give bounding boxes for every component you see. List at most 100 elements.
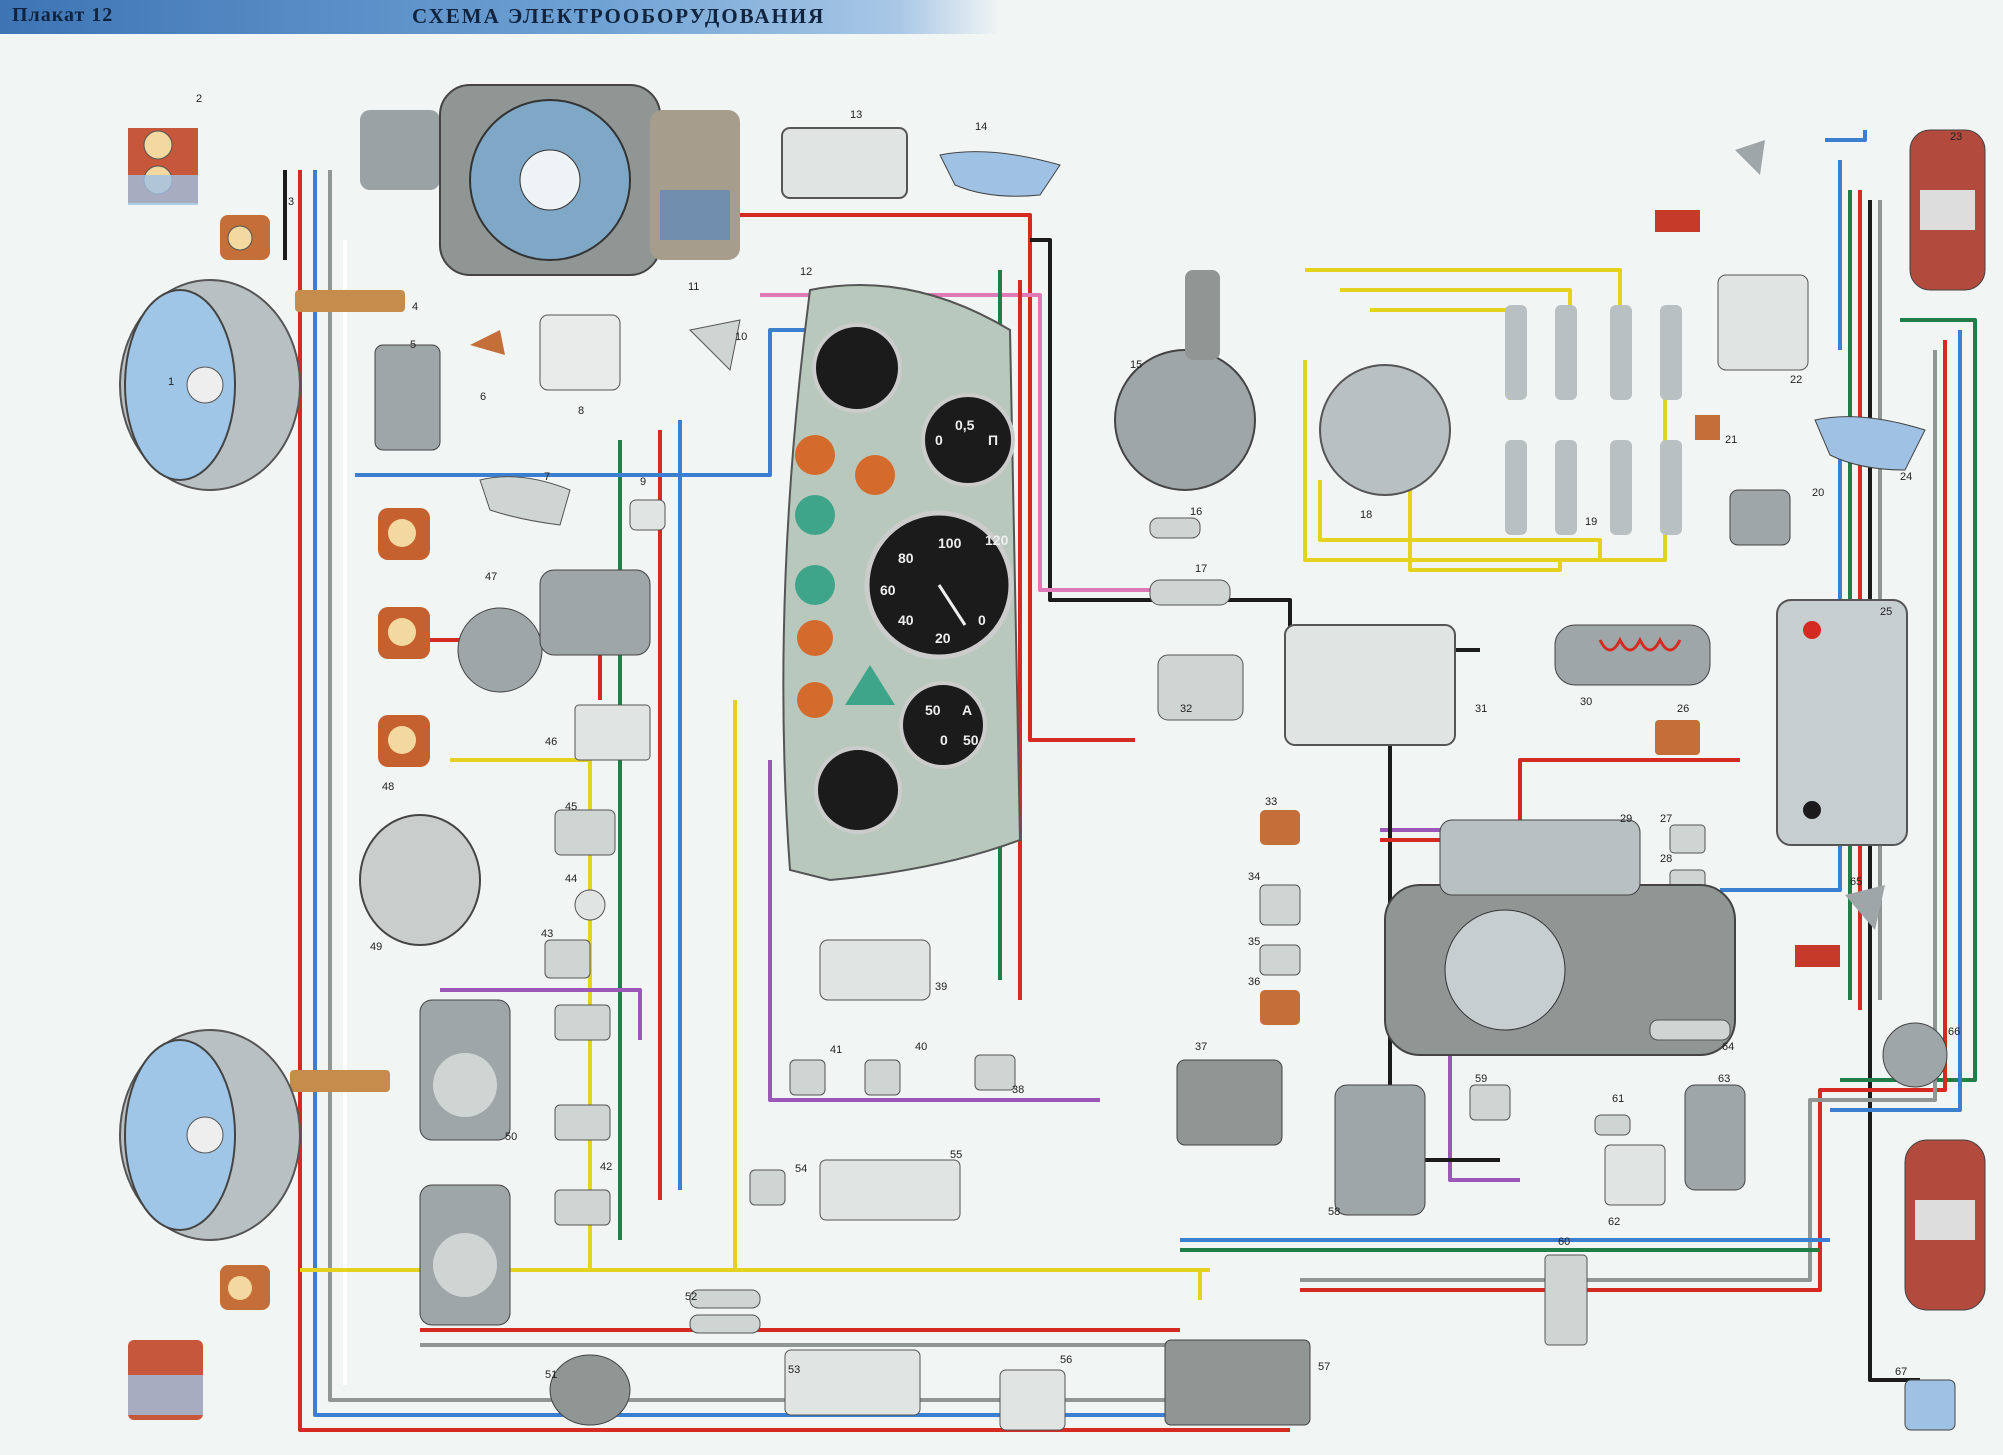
- label-63: 63: [1718, 1073, 1730, 1085]
- wire-yellow-plug-6: [1408, 480, 1562, 572]
- label-36: 36: [1248, 976, 1260, 988]
- relay-5: [374, 344, 441, 451]
- label-8: 8: [578, 405, 584, 417]
- wire-grey-left-trunk: [328, 170, 1260, 1402]
- battery: [1776, 599, 1908, 846]
- turn-lamp-right: [795, 495, 835, 535]
- spark-plugs: [1505, 305, 1682, 535]
- label-67: 67: [1895, 1366, 1907, 1378]
- starter: [1384, 819, 1736, 1056]
- label-54: 54: [795, 1163, 807, 1175]
- side-repeater-left: [220, 215, 270, 260]
- label-41: 41: [830, 1044, 842, 1056]
- fuse-52a: [689, 1289, 761, 1309]
- switch-38: [974, 1054, 1016, 1091]
- speed-0: 0: [978, 612, 986, 628]
- amp-50: 50: [925, 702, 941, 718]
- gauge-temperature: [814, 746, 902, 834]
- warning-lamp-1: [795, 435, 835, 475]
- front-sidelamp-bottom: [128, 1340, 203, 1420]
- switch-55: [819, 1159, 961, 1221]
- label-9: 9: [640, 476, 646, 488]
- label-15: 15: [1130, 359, 1142, 371]
- switch-59: [1469, 1084, 1511, 1121]
- label-44: 44: [565, 873, 577, 885]
- label-47: 47: [485, 571, 497, 583]
- label-59: 59: [1475, 1073, 1487, 1085]
- scheme-title: СХЕМА ЭЛЕКТРООБОРУДОВАНИЯ: [412, 4, 826, 28]
- label-56: 56: [1060, 1354, 1072, 1366]
- label-25: 25: [1880, 606, 1892, 618]
- label-43: 43: [541, 928, 553, 940]
- label-57: 57: [1318, 1361, 1330, 1373]
- label-23: 23: [1950, 131, 1962, 143]
- switch-40: [864, 1059, 901, 1096]
- lamp-stack-48: [378, 508, 430, 767]
- fuse-52b: [689, 1314, 761, 1334]
- gauge-markings: 120 100 80 60 40 20 0 0 0,5 П 50 0 А 50: [880, 417, 1009, 748]
- label-14: 14: [975, 121, 987, 133]
- sensor-9: [629, 499, 666, 531]
- switch-43: [544, 939, 591, 979]
- front-sidelamp-left: [128, 128, 198, 205]
- label-33: 33: [1265, 796, 1277, 808]
- switch-41: [789, 1059, 826, 1096]
- label-30: 30: [1580, 696, 1592, 708]
- label-27: 27: [1660, 813, 1672, 825]
- label-21: 21: [1725, 434, 1737, 446]
- label-4: 4: [412, 301, 418, 313]
- side-repeater-bottom: [220, 1265, 270, 1310]
- fan-58: [1334, 1084, 1426, 1216]
- turn-lamp-left: [795, 565, 835, 605]
- amp-minus50: 50: [963, 732, 979, 748]
- amp-0: 0: [940, 732, 948, 748]
- horn-51: [549, 1354, 631, 1426]
- rear-lamp-top-right: [1909, 129, 1986, 291]
- speed-100: 100: [938, 535, 962, 551]
- wire-blue-right-loop: [1830, 330, 1962, 1112]
- wire-purple-mid: [768, 760, 1100, 1102]
- ignition-switch: [819, 939, 931, 1001]
- header-band: [0, 0, 1000, 34]
- gauge-fuel: [921, 393, 1015, 487]
- plate-lamp-67: [1904, 1379, 1956, 1431]
- switch-54: [749, 1169, 786, 1206]
- wire-red-top-run: [700, 213, 1135, 742]
- sensor-33: [1260, 810, 1300, 845]
- transistor-switch: [1284, 624, 1456, 746]
- switch-6: [470, 330, 505, 355]
- connector-60: [1544, 1254, 1588, 1346]
- relay-37: [1176, 1059, 1283, 1146]
- component-numbers: 2 3 4 5 6 8 7 9 10 11 12 13 14 15 16 17 …: [168, 93, 1962, 1381]
- sensor-35: [1259, 944, 1301, 976]
- label-2: 2: [196, 93, 202, 105]
- lamp-49: [359, 814, 481, 946]
- label-40: 40: [915, 1041, 927, 1053]
- device-32: [1157, 654, 1244, 721]
- mass-65: [1795, 945, 1840, 967]
- label-38: 38: [1012, 1084, 1024, 1096]
- label-20: 20: [1812, 487, 1824, 499]
- heater-fan-50: [419, 999, 511, 1141]
- label-64: 64: [1722, 1041, 1734, 1053]
- warning-lamp-4: [797, 682, 833, 718]
- label-34: 34: [1248, 871, 1260, 883]
- label-11: 11: [688, 281, 699, 293]
- label-22: 22: [1790, 374, 1802, 386]
- fuel-full: П: [988, 432, 998, 448]
- wire-yellow-bottom: [300, 1268, 1202, 1300]
- label-62: 62: [1608, 1216, 1620, 1228]
- fuse-box-57: [1164, 1339, 1311, 1426]
- device-63: [1684, 1084, 1746, 1191]
- sensor-17: [1149, 579, 1231, 606]
- label-24: 24: [1900, 471, 1912, 483]
- label-16: 16: [1190, 506, 1202, 518]
- fuel-0: 0: [935, 432, 943, 448]
- switch-27: [1669, 824, 1706, 854]
- switch-26: [1655, 720, 1700, 755]
- relay-62: [1604, 1144, 1666, 1206]
- wire-red-right-loop: [1300, 340, 1947, 1292]
- fuel-half: 0,5: [955, 417, 975, 433]
- warning-lamp-3: [797, 620, 833, 656]
